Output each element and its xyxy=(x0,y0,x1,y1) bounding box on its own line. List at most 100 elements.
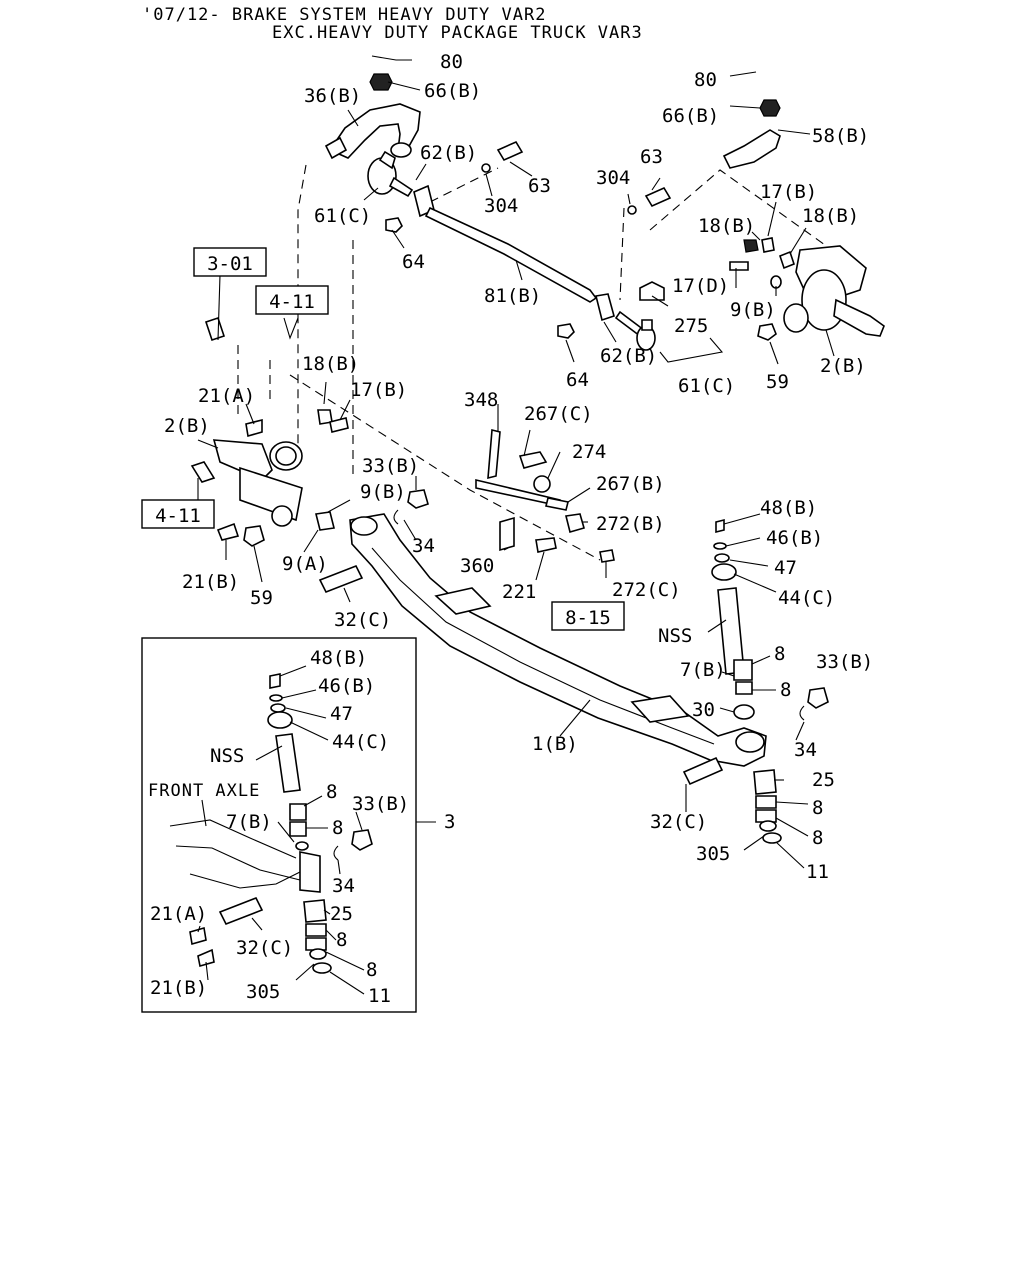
callout: 34 xyxy=(794,739,817,761)
callout: 25 xyxy=(812,769,835,791)
inset-callout: 32(C) xyxy=(236,937,293,959)
callout: 272(C) xyxy=(612,579,681,601)
inset-callout: 8 xyxy=(326,781,337,803)
inset-callout: 46(B) xyxy=(318,675,375,697)
callout: 36(B) xyxy=(304,85,361,107)
callout: 34 xyxy=(412,535,435,557)
callout: 32(C) xyxy=(334,609,391,631)
inset-callout: 34 xyxy=(332,875,355,897)
ref-box-4-11-left[interactable]: 4-11 xyxy=(141,499,215,529)
callout: 272(B) xyxy=(596,513,665,535)
inset-callout: 25 xyxy=(330,903,353,925)
inset-callout: 7(B) xyxy=(226,811,272,833)
callout: 18(B) xyxy=(698,215,755,237)
inset-callout: 48(B) xyxy=(310,647,367,669)
callout: 8 xyxy=(812,827,823,849)
ref-box-3-01[interactable]: 3-01 xyxy=(193,247,267,277)
callout: 46(B) xyxy=(766,527,823,549)
inset-callout: 8 xyxy=(336,929,347,951)
ref-box-4-11-top[interactable]: 4-11 xyxy=(255,285,329,315)
inset-callout: 305 xyxy=(246,981,280,1003)
callout: 63 xyxy=(640,146,663,168)
callout: 2(B) xyxy=(164,415,210,437)
callout: 66(B) xyxy=(424,80,481,102)
callout: 47 xyxy=(774,557,797,579)
callout: 30 xyxy=(692,699,715,721)
inset-front-axle: 3 FRONT AXLE xyxy=(141,637,455,1013)
callout: 9(A) xyxy=(282,553,328,575)
callout: 58(B) xyxy=(812,125,869,147)
ref-box-8-15[interactable]: 8-15 xyxy=(551,601,625,631)
callout: 360 xyxy=(460,555,494,577)
callout: 59 xyxy=(766,371,789,393)
callout: 17(B) xyxy=(760,181,817,203)
callout: 304 xyxy=(596,167,630,189)
ref-label: 8-15 xyxy=(565,607,611,629)
inset-callout: 33(B) xyxy=(352,793,409,815)
ref-label: 3-01 xyxy=(207,253,253,275)
callout: 17(D) xyxy=(672,275,729,297)
callout: 1(B) xyxy=(532,733,578,755)
inset-ref: 3 xyxy=(444,811,455,833)
inset-callout: 8 xyxy=(332,817,343,839)
callout: 48(B) xyxy=(760,497,817,519)
ref-label: 4-11 xyxy=(269,291,315,313)
inset-callout: 8 xyxy=(366,959,377,981)
callout: 61(C) xyxy=(678,375,735,397)
callout: 18(B) xyxy=(802,205,859,227)
callout: 59 xyxy=(250,587,273,609)
callout: 66(B) xyxy=(662,105,719,127)
callout: 305 xyxy=(696,843,730,865)
left-knuckle-assembly xyxy=(190,316,429,547)
callout: 275 xyxy=(674,315,708,337)
callout: 80 xyxy=(694,69,717,91)
callout: 267(B) xyxy=(596,473,665,495)
callout: 33(B) xyxy=(362,455,419,477)
front-axle-beam xyxy=(318,509,805,786)
callout: 221 xyxy=(502,581,536,603)
callout: 80 xyxy=(440,51,463,73)
callout: 8 xyxy=(780,679,791,701)
callout: 8 xyxy=(812,797,823,819)
ref-label: 4-11 xyxy=(155,505,201,527)
callout: 7(B) xyxy=(680,659,726,681)
inset-callout: NSS xyxy=(210,745,244,767)
callout: 8 xyxy=(774,643,785,665)
callout: 62(B) xyxy=(600,345,657,367)
callout: NSS xyxy=(658,625,692,647)
callout: 9(B) xyxy=(730,299,776,321)
header-line-1: '07/12- BRAKE SYSTEM HEAVY DUTY VAR2 xyxy=(142,5,546,25)
callout: 81(B) xyxy=(484,285,541,307)
callout: 44(C) xyxy=(778,587,835,609)
inset-callout: 47 xyxy=(330,703,353,725)
callout: 21(A) xyxy=(198,385,255,407)
callout: 62(B) xyxy=(420,142,477,164)
callout-labels: 80 66(B) 36(B) 62(B) 63 304 61(C) 64 81(… xyxy=(164,51,873,883)
callout: 2(B) xyxy=(820,355,866,377)
center-brackets xyxy=(475,428,615,563)
callout: 267(C) xyxy=(524,403,593,425)
inset-callout: 21(A) xyxy=(150,903,207,925)
callout: 11 xyxy=(806,861,829,883)
callout: 33(B) xyxy=(816,651,873,673)
inset-callout: 44(C) xyxy=(332,731,389,753)
callout: 274 xyxy=(572,441,606,463)
callout: 63 xyxy=(528,175,551,197)
inset-callout: 21(B) xyxy=(150,977,207,999)
callout: 32(C) xyxy=(650,811,707,833)
callout: 348 xyxy=(464,389,498,411)
callout: 61(C) xyxy=(314,205,371,227)
dashed-leaders xyxy=(237,164,861,561)
kingpin-stack-right xyxy=(711,518,829,844)
callout: 17(B) xyxy=(350,379,407,401)
callout: 304 xyxy=(484,195,518,217)
callout: 64 xyxy=(402,251,425,273)
callout: 21(B) xyxy=(182,571,239,593)
callout: 18(B) xyxy=(302,353,359,375)
right-steering-knuckle xyxy=(722,99,885,341)
callout: 9(B) xyxy=(360,481,406,503)
tie-rod-assembly xyxy=(324,73,672,351)
inset-title: FRONT AXLE xyxy=(148,781,260,801)
inset-callout: 11 xyxy=(368,985,391,1007)
